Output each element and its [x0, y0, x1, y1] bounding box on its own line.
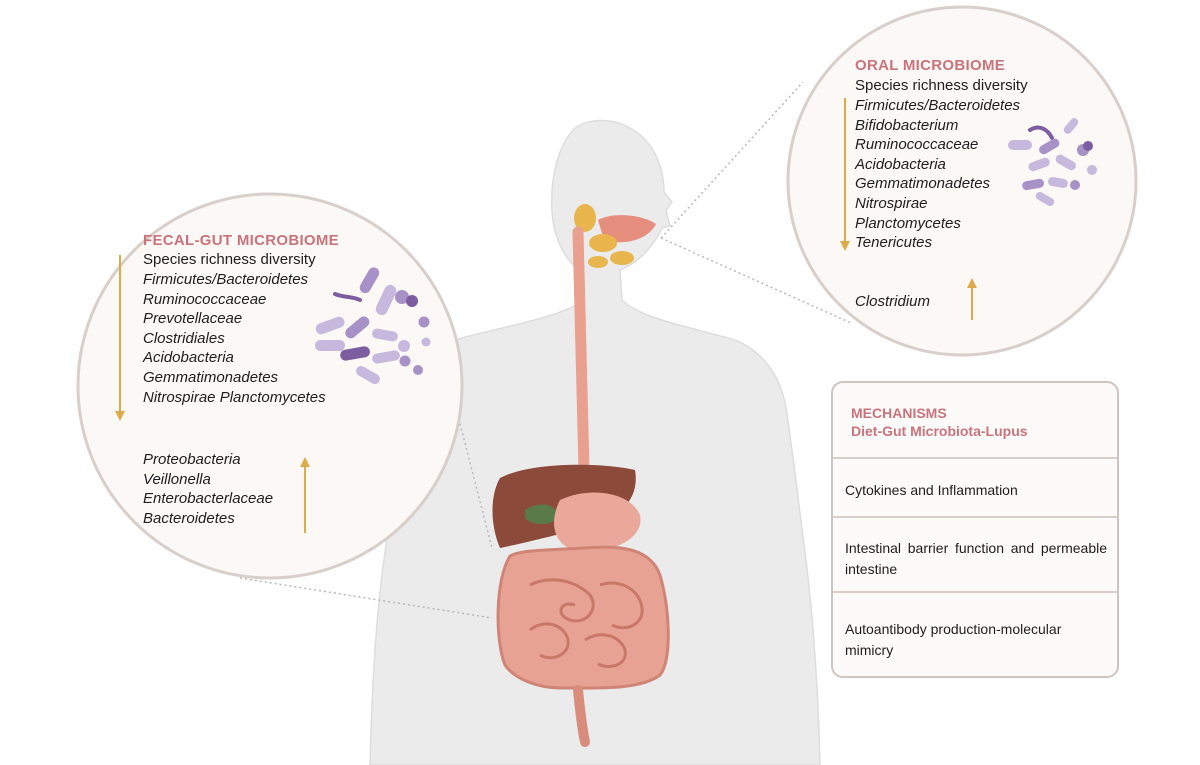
- list-item: Ruminococcaceae: [855, 136, 979, 154]
- liver-stomach-illustration: [492, 464, 641, 552]
- mechanisms-box: MECHANISMS Diet-Gut Microbiota-Lupus Cyt…: [831, 381, 1119, 678]
- list-item: Firmicutes/Bacteroidetes: [143, 271, 309, 288]
- list-item: Firmicutes/Bacteroidetes: [855, 97, 1021, 114]
- oral-decreased-list: Firmicutes/Bacteroidetes Bifidobacterium…: [855, 96, 1020, 253]
- list-item: Clostridium: [855, 293, 931, 310]
- list-item: Bacteroidetes: [143, 509, 235, 527]
- list-item: Nitrospirae Planctomycetes: [143, 388, 326, 406]
- list-item: Gemmatimonadetes: [855, 175, 991, 193]
- bacteria-cluster-icon: [315, 267, 431, 384]
- fecal-richness-label: Species richness diversity: [143, 251, 316, 268]
- list-item: Bifidobacterium: [855, 116, 959, 134]
- list-item: Acidobacteria: [855, 155, 946, 173]
- oral-title: ORAL MICROBIOME: [855, 57, 1006, 74]
- list-item: Ruminococcaceae: [143, 290, 267, 308]
- oral-richness-label: Species richness diversity: [855, 77, 1028, 94]
- fecal-decreased-list: Firmicutes/Bacteroidetes Ruminococcaceae…: [143, 270, 326, 407]
- list-item: Planctomycetes: [855, 214, 961, 232]
- divider: [833, 516, 1117, 518]
- connector-lines: [239, 81, 852, 619]
- list-item: Enterobacterlaceae: [143, 490, 274, 508]
- divider: [833, 457, 1117, 459]
- mechanism-item: Intestinal barrier function and permeabl…: [845, 540, 1107, 577]
- list-item: Acidobacteria: [143, 349, 234, 367]
- list-item: Tenericutes: [855, 234, 932, 252]
- mechanisms-subtitle: Diet-Gut Microbiota-Lupus: [851, 423, 1028, 439]
- list-item: Prevotellaceae: [143, 310, 243, 328]
- bacteria-cluster-icon: [1008, 118, 1097, 206]
- oral-cavity-illustration: [574, 204, 656, 268]
- fecal-increased-list: Proteobacteria Veillonella Enterobacterl…: [143, 450, 273, 528]
- oral-circle: [786, 5, 1138, 357]
- mechanisms-title: MECHANISMS: [851, 405, 947, 421]
- intestine-illustration: [496, 545, 670, 747]
- divider: [833, 591, 1117, 593]
- human-torso-icon: [369, 119, 821, 765]
- fecal-gut-title: FECAL-GUT MICROBIOME: [143, 232, 339, 249]
- list-item: Proteobacteria: [143, 451, 241, 468]
- oral-increased-list: Clostridium: [855, 292, 930, 312]
- mechanism-item: Cytokines and Inflammation: [845, 482, 1018, 498]
- list-item: Nitrospirae: [855, 194, 928, 212]
- list-item: Gemmatimonadetes: [143, 368, 279, 386]
- mechanism-item: Autoantibody production-molecular mimicr…: [845, 621, 1062, 658]
- list-item: Veillonella: [143, 470, 211, 488]
- list-item: Clostridiales: [143, 329, 225, 347]
- esophagus-illustration: [572, 226, 590, 476]
